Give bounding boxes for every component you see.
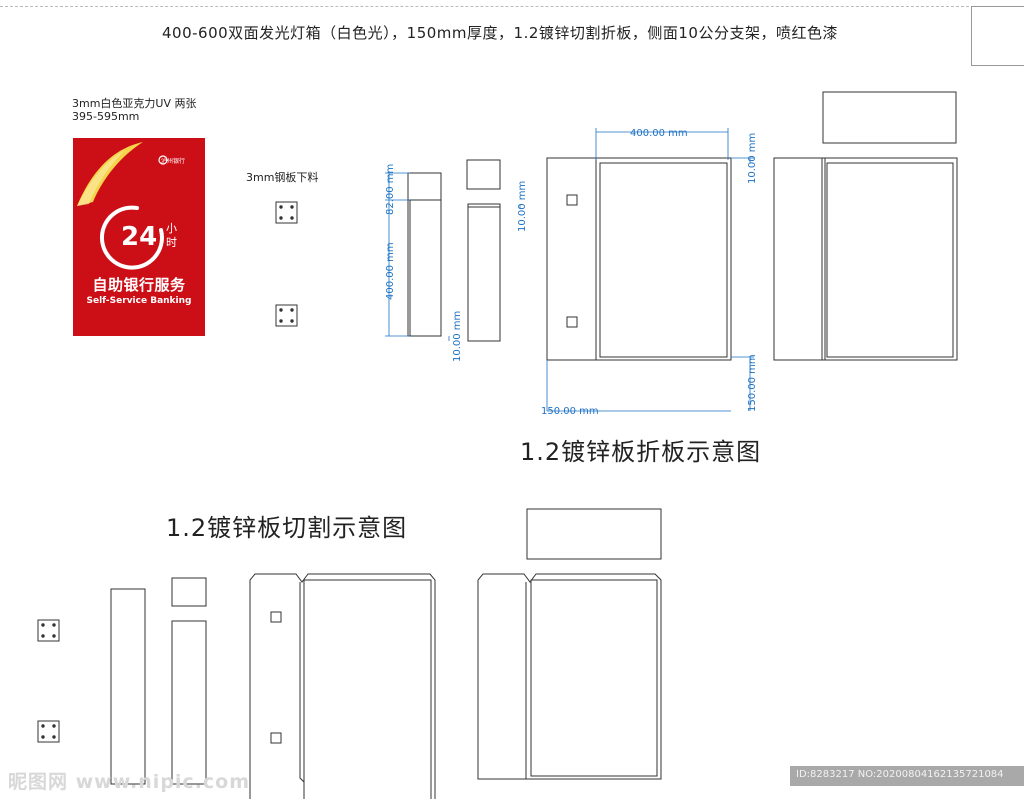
sign-hours: 24 [121, 222, 157, 252]
cut-panel-1 [249, 573, 436, 799]
sign-service-en: Self-Service Banking [86, 296, 192, 306]
dim-depth-150-right: 150.00 mm [747, 354, 758, 412]
dim-flap-10-c: 10.00 mm [747, 133, 758, 184]
fold-diagram-label: 1.2镀锌板折板示意图 [520, 438, 762, 466]
sign-bank-name: 泸州银行 [161, 158, 186, 165]
acrylic-note-line1: 3mm白色亚克力UV 两张 [72, 97, 197, 110]
bank-logo-icon [158, 155, 168, 165]
steel-note: 3mm钢板下料 [246, 171, 319, 184]
sign-hours-unit-2: 时 [166, 236, 177, 249]
steel-plate-bottom [275, 304, 298, 327]
cut-steel-plate-bottom [37, 720, 60, 743]
sign-hours-unit-1: 小 [166, 222, 177, 235]
watermark-id: ID:8283217 NO:20200804162135721084 [796, 769, 1004, 780]
dim-depth-150-bottom: 150.00 mm [541, 406, 599, 417]
sign-swoosh-highlight [77, 150, 125, 206]
dim-height-400: 400.00 mm [385, 242, 396, 300]
page-corner-frame [971, 6, 1024, 66]
side-bracket-drawing [407, 159, 501, 342]
watermark-bar [790, 766, 1024, 786]
cut-steel-plate-top [37, 619, 60, 642]
fold-diagram-front [546, 157, 732, 361]
dim-flap-10-a: 10.00 mm [452, 311, 463, 362]
steel-plate-top [275, 201, 298, 224]
dim-flap-10-b: 10.00 mm [517, 181, 528, 232]
page-edge [0, 0, 1024, 7]
acrylic-note-line2: 395-595mm [72, 110, 140, 123]
cut-diagram-label: 1.2镀锌板切割示意图 [166, 514, 408, 542]
sign-service-zh: 自助银行服务 [92, 276, 186, 294]
sign-artwork: 24 小 时 [77, 142, 177, 270]
dimension-lines [385, 128, 754, 412]
sign-preview: 24 小 时 泸州银行 自助银行服务 Self-Service Banking [73, 138, 205, 336]
dim-top-width: 400.00 mm [630, 128, 688, 139]
watermark-site: 昵图网 www.nipic.com [8, 771, 251, 793]
page-title: 400-600双面发光灯箱（白色光），150mm厚度，1.2镀锌切割折板，侧面1… [162, 24, 838, 42]
dim-height-82: 82.00 mm [385, 164, 396, 215]
clock-arc-icon [100, 205, 164, 270]
cut-panel-2 [477, 508, 662, 780]
fold-diagram-side [773, 91, 958, 361]
cut-bracket-strips [110, 577, 207, 785]
